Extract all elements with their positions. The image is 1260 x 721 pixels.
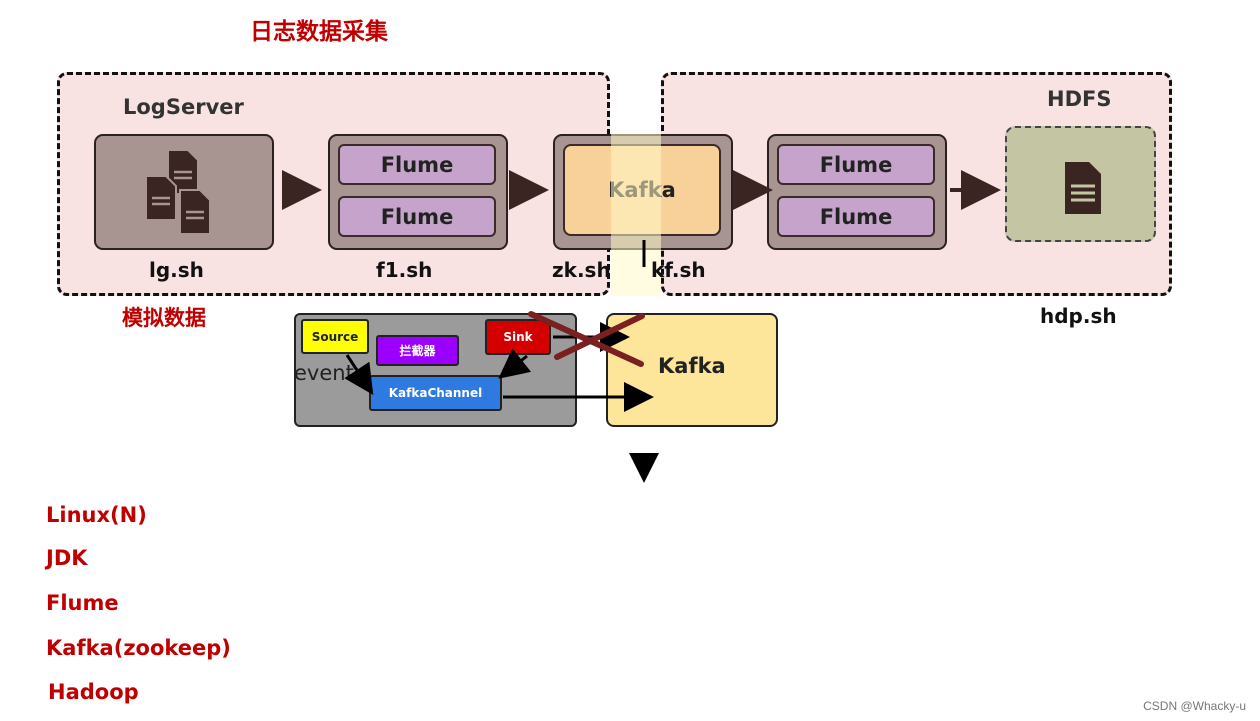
arrow-source-channel: [344, 354, 374, 396]
tech-flume: Flume: [46, 591, 119, 615]
kafka-detail-label: Kafka: [658, 354, 726, 378]
hdfs-title: HDFS: [1047, 87, 1112, 111]
gap-overlay: [611, 134, 661, 296]
hdfs-box: [1005, 126, 1156, 242]
source-node: Source: [301, 319, 369, 354]
f1-script-label: f1.sh: [376, 258, 433, 282]
event-label: event: [294, 361, 354, 385]
mock-data-label: 模拟数据: [122, 306, 206, 330]
tech-hadoop: Hadoop: [48, 680, 139, 704]
lg-script-label: lg.sh: [149, 258, 204, 282]
flume-1b: Flume: [338, 196, 496, 237]
cross-line-2: [554, 313, 645, 360]
zk-script-label: zk.sh: [552, 258, 611, 282]
tech-jdk: JDK: [46, 546, 88, 570]
interceptor-node: 拦截器: [376, 335, 459, 366]
flume-1a: Flume: [338, 144, 496, 185]
tech-linux: Linux(N): [46, 503, 147, 527]
logserver-title: LogServer: [123, 95, 244, 119]
page-title: 日志数据采集: [250, 19, 388, 45]
logserver-box: [94, 134, 274, 250]
cross-line-1: [528, 311, 644, 367]
kf-script-label: kf.sh: [651, 258, 706, 282]
hdp-script-label: hdp.sh: [1040, 304, 1117, 328]
flume-2b: Flume: [777, 196, 935, 237]
arrow-sink-channel: [498, 348, 532, 379]
watermark: CSDN @Whacky-u: [1143, 699, 1246, 713]
file-icon: [1065, 162, 1101, 214]
flume-2a: Flume: [777, 144, 935, 185]
tech-kafka: Kafka(zookeep): [46, 636, 231, 660]
files-icon: [145, 149, 211, 235]
